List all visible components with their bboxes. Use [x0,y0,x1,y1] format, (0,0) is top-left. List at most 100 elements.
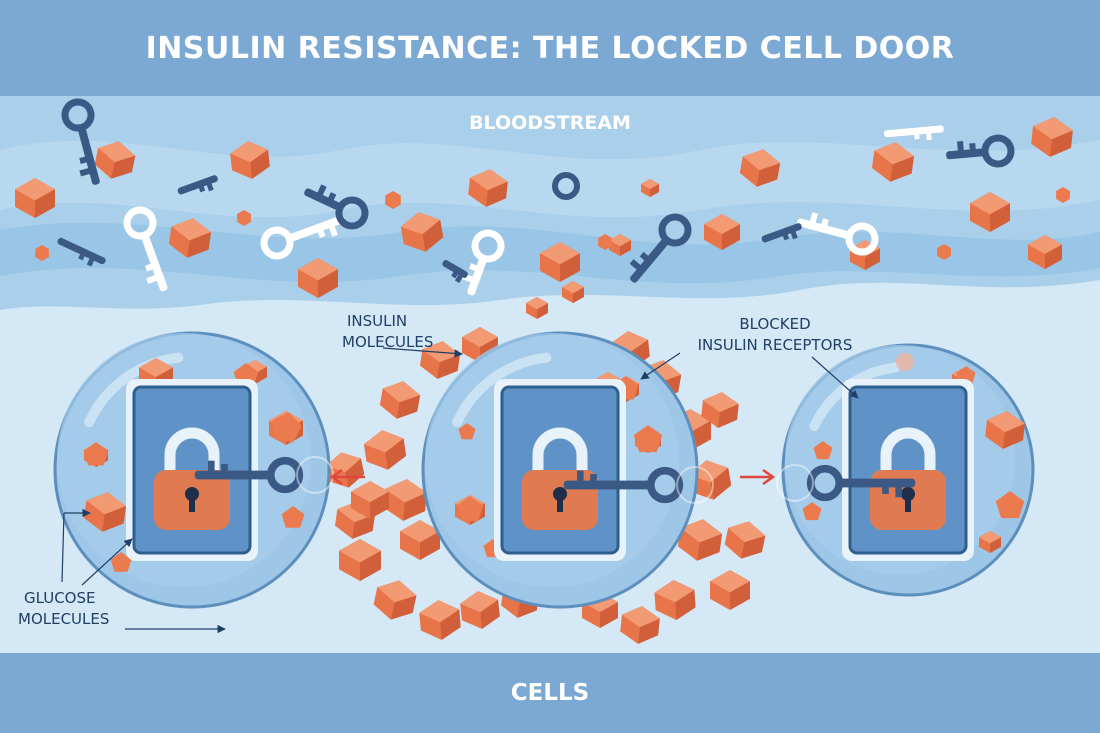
cell-right [776,343,1035,597]
insulin-molecules-label: INSULIN MOLECULES [342,311,433,353]
glucose-cube-icon [400,212,444,252]
glucose-cube-icon [420,341,460,379]
title-bar: INSULIN RESISTANCE: THE LOCKED CELL DOOR [0,0,1100,96]
glucose-pentagon-icon [813,441,833,460]
glucose-cube-icon [94,141,136,179]
blocked-receptors-label: BLOCKED INSULIN RECEPTORS [690,314,860,356]
insulin-fragment-icon [57,237,106,267]
glucose-pointer-diagonal [81,538,133,586]
glucose-cube-icon [701,392,739,428]
glucose-cube-icon [83,492,127,532]
cell-center [421,331,714,609]
blocked-label-line2: INSULIN RECEPTORS [697,336,853,354]
glucose-cube-icon [526,297,548,319]
glucose-cube-icon [654,580,696,620]
glucose-cube-icon [710,570,750,610]
glucose-hexagon-icon [35,245,49,261]
glucose-pointer-upper [61,512,65,583]
insulin-fragment-icon [761,223,802,243]
glucose-cube-icon [609,234,631,256]
glucose-cube-icon [688,460,732,500]
glucose-cube-icon [383,479,427,521]
glucose-cube-icon [620,606,660,644]
bloodstream-wave [0,140,1100,218]
glucose-cube-icon [168,218,212,258]
insulin-key-icon [304,184,369,230]
glucose-pentagon-icon [110,552,132,572]
blocked-label-line1: BLOCKED [739,315,811,333]
cell-left [53,331,334,609]
cells-label: CELLS [510,680,590,706]
page-title: INSULIN RESISTANCE: THE LOCKED CELL DOOR [145,30,955,66]
insulin-key-icon [563,466,684,504]
glucose-cube-icon [724,521,766,559]
glucose-cube-icon [1028,235,1062,269]
glucose-pentagon-icon [995,491,1025,519]
glucose-label-line2: MOLECULES [18,610,110,628]
bloodstream-molecules [15,98,1073,319]
glucose-cube-icon [379,381,421,419]
bloodstream-label: BLOODSTREAM [469,112,631,134]
glucose-pentagon-icon [281,506,305,528]
insulin-key-icon [629,213,692,283]
glucose-cube-icon [985,411,1025,449]
insulin-pointer [382,347,463,358]
insulin-key-icon [194,456,304,494]
insulin-key-icon [806,464,916,502]
glucose-pentagon-icon [802,502,822,521]
glucose-cube-icon [460,591,500,629]
glucose-blocked-arrow-left [329,468,365,486]
glucose-cube-icon [540,242,580,282]
glucose-cube-icon [1031,117,1073,157]
insulin-fragment-icon [177,175,218,195]
glucose-cube-icon [339,539,381,581]
glucose-hexagon-icon [1056,187,1070,203]
glucose-cube-icon [419,600,461,640]
insulin-key-icon [260,215,346,260]
glucose-cube-icon [979,531,1001,553]
glucose-cube-icon [468,169,508,207]
glucose-label-line1: GLUCOSE [24,589,96,607]
insulin-key-icon [123,206,168,292]
glucose-cube-icon [739,149,781,187]
glucose-pentagon-icon [271,412,302,443]
glucose-blocked-arrow-right [740,468,776,486]
insulin-key-icon [61,98,100,185]
glucose-cube-icon [582,592,618,628]
glucose-cube-icon [363,430,407,470]
padlock-icon [154,427,230,530]
blocked-pointer-right [811,356,859,399]
glucose-cube-icon [298,258,338,298]
glucose-cube-icon [641,179,659,197]
insulin-label-line1: INSULIN [347,312,408,330]
cells-bar: CELLS [0,653,1100,733]
glucose-cube-icon [230,141,270,179]
glucose-pentagon-icon [458,423,476,440]
glucose-pentagon-icon [633,425,663,453]
glucose-pentagon-icon [456,496,484,522]
insulin-key-icon [946,134,1015,168]
insulin-key-icon [796,212,879,256]
glucose-cube-icon [351,481,389,519]
glucose-cube-icon [871,142,915,182]
glucose-molecules-label: GLUCOSE MOLECULES [18,588,109,630]
glucose-cube-icon [704,214,740,250]
insulin-fragment-icon [442,260,468,283]
glucose-cube-icon [677,519,723,561]
insulin-ring-icon [552,172,580,200]
blocked-pointer-center [640,352,681,380]
insulin-key-icon [462,229,505,296]
glucose-cube-icon [562,281,584,303]
glucose-hexagon-icon [598,234,612,250]
glucose-cube-icon [15,178,55,218]
insulin-fragment-icon [883,125,944,141]
glucose-cube-icon [970,192,1010,232]
glucose-hexagon-icon [385,191,401,209]
glucose-hexagon-icon [237,210,251,226]
glucose-pentagon-icon [83,442,109,466]
glucose-cube-icon [373,580,417,620]
insulin-label-line2: MOLECULES [342,333,434,351]
glucose-hexagon-icon [937,244,951,260]
